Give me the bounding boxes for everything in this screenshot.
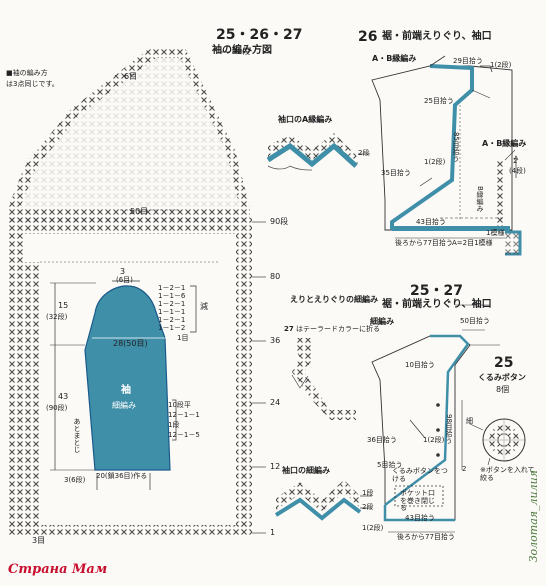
section26-pattern-1: 1模様 xyxy=(486,229,505,237)
knitting-note-line1: ■袖の編み方 xyxy=(6,69,48,77)
bottom-rows: 3(6段) xyxy=(64,476,86,484)
rows-80: 80 xyxy=(270,272,281,281)
sleeve-title: 袖の編み方図 xyxy=(212,45,272,56)
covered-button-title: くるみボタン xyxy=(478,373,526,382)
covered-button-diagram xyxy=(469,418,526,466)
pocket-outline xyxy=(394,485,444,507)
section26-rows-2: 2 xyxy=(513,157,518,165)
section26-77-stitches: 後ろから77目拾う xyxy=(395,239,453,247)
collar-sc-title: えりとえりぐりの細編み xyxy=(290,295,378,304)
left-dim-15: 15 xyxy=(58,301,69,310)
stitches-3-bottom: 3目 xyxy=(32,536,46,545)
sleeve-title-numbers: 25・26・27 xyxy=(216,27,303,43)
rows-24: 24 xyxy=(270,398,281,407)
section25-27-36-stitches: 36目拾う xyxy=(367,436,397,444)
cuff-sc-chart xyxy=(274,480,372,521)
cuff-sc-row-2: 2段 xyxy=(362,503,374,511)
section26-garment-diagram xyxy=(371,55,522,256)
section25-27-garment-diagram xyxy=(371,304,500,533)
section25-27-edge: 細編み xyxy=(370,317,394,326)
left-dim-43: 43 xyxy=(58,392,69,401)
decrease-label: 減 xyxy=(200,302,208,311)
rows-36: 36 xyxy=(270,336,281,345)
rows-1: 1 xyxy=(270,528,276,537)
rows-32: 32段 xyxy=(232,47,251,56)
sleeve-right-column xyxy=(236,232,252,530)
button-insert-note: ※ボタンを入れて絞る xyxy=(480,466,535,483)
button-attach-note: くるみボタンをつける xyxy=(392,467,448,483)
knitting-note-line2: は3点同じです。 xyxy=(6,80,59,88)
section26-35-stitches: 35目拾う xyxy=(381,169,411,177)
sleeve-shape xyxy=(50,280,197,490)
button-section-number: 25 xyxy=(494,355,514,371)
sleeve-sublabel: 細編み xyxy=(112,401,136,410)
cuff-a-row-2: 2段 xyxy=(358,149,370,157)
cuff-sc-row: 1段 xyxy=(362,489,374,497)
section26-edge-a-2: A=2目1模様 xyxy=(452,239,493,247)
bottom-cast-on: 20(鎖36目)作る xyxy=(96,472,148,480)
section26-85-stitches: 85目拾う xyxy=(452,132,460,162)
section25-27-number: 25・27 xyxy=(410,283,463,299)
zigzag-cross-band xyxy=(268,133,358,165)
zigzag-blue-line xyxy=(266,142,358,168)
collar-note-number: 27 xyxy=(284,325,294,333)
sleeve-band-chart xyxy=(8,218,252,234)
section26-edge-b: B縁編み xyxy=(476,186,484,212)
section25-27-1-2-rows: 1(2段) xyxy=(423,436,445,444)
section26-1-2-rows-b: 1(2段) xyxy=(424,158,446,166)
cuff-sc-title: 袖口の細編み xyxy=(282,466,330,475)
watermark-side: Золотая_лилия xyxy=(527,470,540,563)
rows-90: 90段 xyxy=(270,217,289,226)
sleeve-width-28: 28(50目) xyxy=(113,339,148,348)
cuff-a-edging xyxy=(266,133,370,171)
section25-27-98-stitches: 98目拾う xyxy=(445,414,453,444)
rows-12: 12 xyxy=(270,462,281,471)
section26-edge-a-title: A・B縁編み xyxy=(482,139,527,148)
section26-25-stitches: 25目拾う xyxy=(424,97,454,105)
stitches-50: 50目 xyxy=(130,207,149,216)
section26-1-2-rows: 1(2段) xyxy=(490,61,512,69)
section25-27-1-2-rows-b: 1(2段) xyxy=(362,524,384,532)
top-width-3: 3 xyxy=(120,267,126,276)
cuff-a-edging-label: 袖口のA縁編み xyxy=(278,115,333,124)
button-stitch-label: 細 xyxy=(466,417,473,425)
sleeve-left-column xyxy=(8,232,40,530)
section25-27-43-stitches: 43目拾う xyxy=(405,514,435,522)
sleeve-label: 袖 xyxy=(121,385,131,396)
after-seam-note: あとまとじ xyxy=(73,418,81,453)
stitch-1: 1目 xyxy=(177,334,189,342)
edge-b-border xyxy=(497,160,504,230)
watermark-bottom: Страна Мам xyxy=(8,562,108,577)
collar-sc-chart xyxy=(291,338,356,420)
left-dim-15-rows: (32段) xyxy=(46,313,68,321)
top-width-3-stitches: (6目) xyxy=(116,276,133,284)
section26-43-stitches: 43目拾う xyxy=(416,218,446,226)
increase-seq3: 12－1－5 xyxy=(168,431,200,439)
section25-27-5-stitches: 5目拾う xyxy=(377,461,403,469)
section25-27-title: 裾・前端えりぐり、袖口 xyxy=(382,299,492,310)
decrease-sequence: 1－2－1 1－1－6 1－2－1 1－1－1 1－2－1 1－1－2 xyxy=(158,284,186,333)
section26-rows-2-sub: (4段) xyxy=(509,167,526,175)
edge-a-border-bottom xyxy=(392,226,510,231)
section26-number: 26 xyxy=(358,29,378,45)
section25-27-10-stitches: 10目拾う xyxy=(405,361,435,369)
covered-button-count: 8個 xyxy=(496,385,510,394)
sleeve-bottom-row xyxy=(8,525,252,535)
section25-27-2: 2 xyxy=(462,465,467,473)
sleeve-fill xyxy=(84,285,171,471)
section25-27-50-stitches: 50目拾う xyxy=(460,317,490,325)
section26-title: 裾・前端えりぐり、袖口 xyxy=(382,31,492,42)
pocket-close-note: ポケット口を巻き閉じる xyxy=(400,489,435,513)
left-dim-43-rows: (90段) xyxy=(46,404,68,412)
increase-seq2: 1段 xyxy=(168,421,180,429)
section25-27-77-stitches: 後ろから77目拾う xyxy=(397,533,455,541)
section26-edge-a-b: A・B縁編み xyxy=(372,54,417,63)
increase-label: 10段平 xyxy=(168,401,191,409)
collar-note: はテーラードカラーに折る xyxy=(296,325,380,333)
stitches-6: 6目 xyxy=(124,72,138,81)
increase-seq1: 12－1－1 xyxy=(168,411,200,419)
section26-29-stitches: 29目拾う xyxy=(453,57,483,65)
